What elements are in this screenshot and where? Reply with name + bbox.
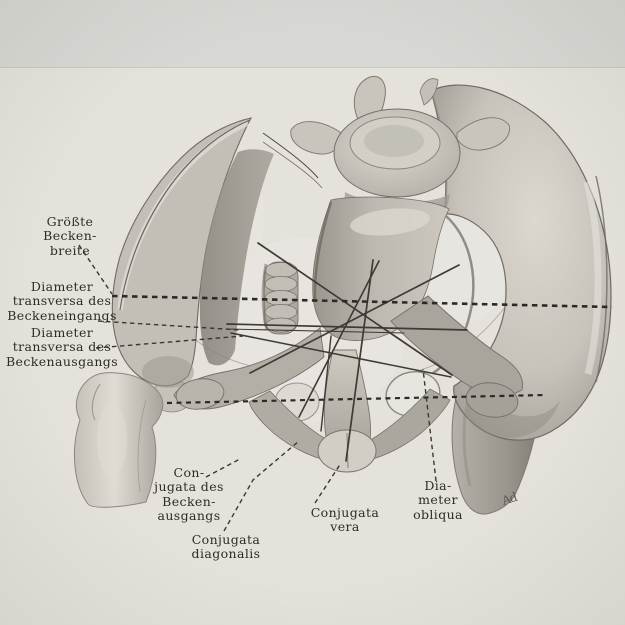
figure-label-conjugata-beckenausgang: Con- jugata des Becken- ausgangs [154, 465, 224, 523]
figure-label-conjugata-vera: Conjugata vera [310, 505, 380, 535]
figure-label-diameter-transversa-beckeneingang: Diameter transversa des Beckeneingangs [7, 279, 117, 323]
figure-label-conjugata-diagonalis: Conjugata diagonalis [191, 532, 261, 562]
figure-label-groesste-beckenbreite: Größte Becken- breite [43, 214, 97, 258]
figure-label-diameter-transversa-beckenausgang: Diameter transversa des Beckenausgangs [5, 325, 119, 369]
figure-label-diameter-obliqua: Dia- meter obliqua [413, 478, 463, 522]
